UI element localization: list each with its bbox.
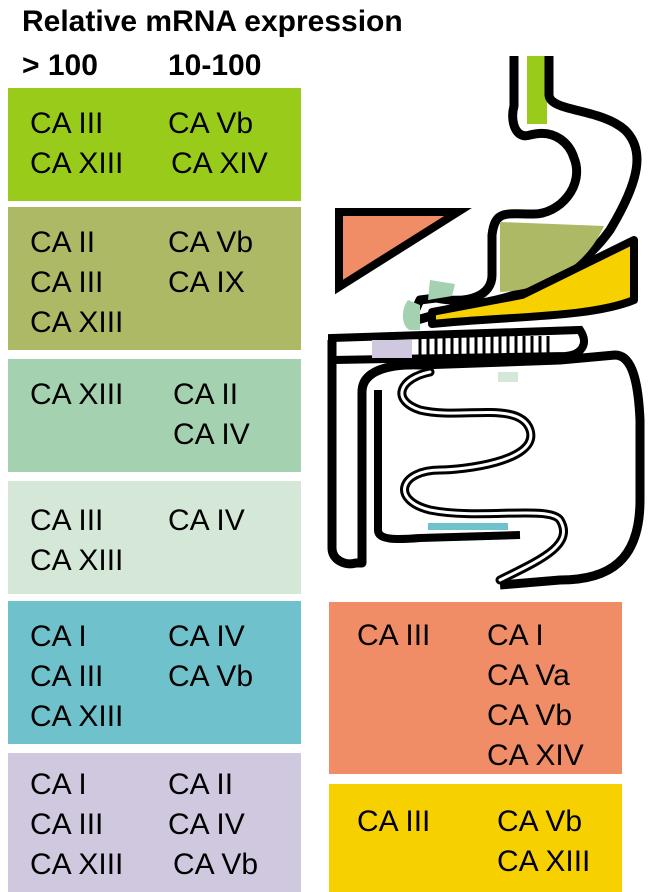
esophagus-segment	[527, 56, 547, 124]
small-intestine	[402, 372, 564, 580]
transverse-colon	[332, 330, 584, 360]
liver-shape	[339, 212, 458, 287]
